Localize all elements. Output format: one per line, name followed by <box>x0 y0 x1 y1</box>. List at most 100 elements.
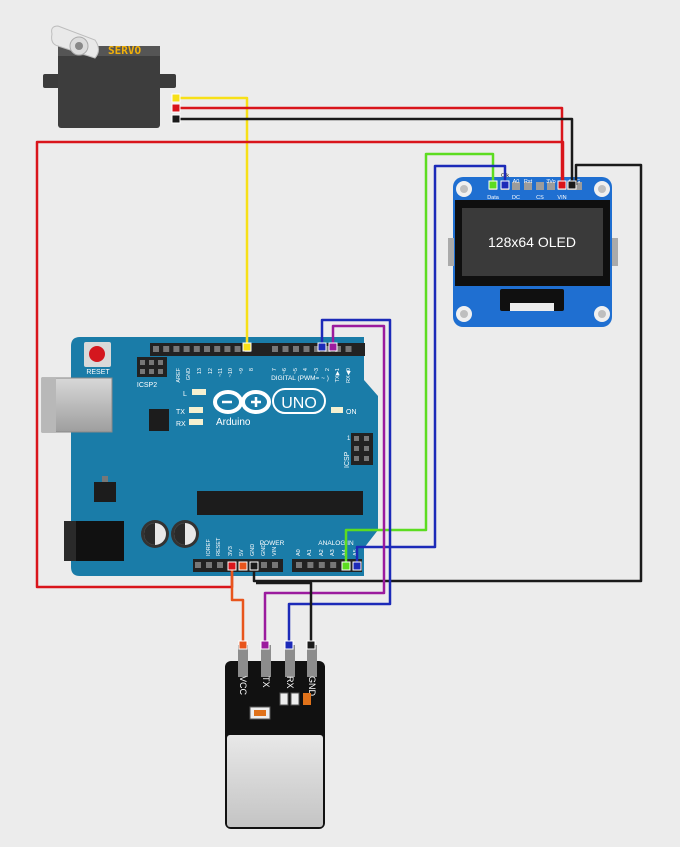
oled-screen-text: 128x64 OLED <box>488 234 576 250</box>
header-pin[interactable] <box>272 346 278 352</box>
led-label-tx: TX <box>176 409 185 416</box>
oled-pin-label-vin: VIN <box>557 195 566 201</box>
on-label: ON <box>346 409 357 416</box>
reset-label: RESET <box>86 369 110 376</box>
header-pin[interactable] <box>282 346 289 352</box>
header-pin[interactable] <box>206 562 212 568</box>
wire-endpoint[interactable] <box>171 93 181 103</box>
wire-endpoint[interactable] <box>227 561 237 571</box>
oled-header-pin[interactable] <box>524 182 532 190</box>
oled-header-pin[interactable] <box>536 182 544 190</box>
header-pin-label: RX◀0 <box>346 368 352 383</box>
wire-endpoint[interactable] <box>260 640 270 650</box>
analog-label: ANALOG IN <box>318 540 354 547</box>
header-pin[interactable] <box>261 562 267 568</box>
header-pin[interactable] <box>335 346 341 352</box>
wire-endpoint[interactable] <box>284 640 294 650</box>
header-pin[interactable] <box>173 346 180 352</box>
header-pin[interactable] <box>234 346 241 352</box>
header-pin[interactable] <box>195 562 201 568</box>
oled-header-pin[interactable] <box>574 182 582 190</box>
header-pin[interactable] <box>296 562 302 568</box>
wire-endpoint[interactable] <box>306 640 316 650</box>
header-pin[interactable] <box>314 346 320 352</box>
oled-pin-label-a0: A0 <box>513 179 520 185</box>
header-pin-label: 2 <box>325 368 331 371</box>
arduino-logo-text: Arduino <box>216 417 251 428</box>
oled-pin-label-rst: Rst <box>524 179 533 185</box>
header-pin-label: 7 <box>272 368 278 371</box>
header-pin[interactable] <box>272 562 278 568</box>
header-pin-label: GND <box>186 368 192 380</box>
power-pin-label: GND <box>250 544 256 556</box>
fingerprint-sensor-module: VCC TX RX GND <box>225 645 325 829</box>
led-label-rx: RX <box>176 421 186 428</box>
wire-endpoint[interactable] <box>328 342 338 352</box>
header-pin[interactable] <box>214 346 221 352</box>
led-label-l: L <box>183 391 187 398</box>
header-pin[interactable] <box>345 346 352 352</box>
wire-endpoint[interactable] <box>238 561 248 571</box>
wires <box>35 96 643 645</box>
analog-pin-label: A2 <box>319 549 325 556</box>
servo-motor: SERVO <box>43 25 176 128</box>
header-pin[interactable] <box>224 346 231 352</box>
header-pin[interactable] <box>330 562 337 568</box>
header-pin[interactable] <box>193 346 200 352</box>
wire-endpoint[interactable] <box>488 180 498 190</box>
icsp-label: ICSP <box>344 451 351 468</box>
wire-sensor-tx-purple <box>263 324 386 645</box>
header-pin[interactable] <box>204 346 210 352</box>
sensor-pin-label-vcc: VCC <box>238 676 248 696</box>
wire-sensor-gnd-black <box>256 581 313 645</box>
reset-button[interactable] <box>89 346 105 362</box>
icsp-one-label: 1 <box>347 436 351 442</box>
wire-servo-ground-black <box>176 117 574 185</box>
oled-pin-label-cs: CS <box>536 195 544 201</box>
wire-endpoint[interactable] <box>242 342 252 352</box>
wire-endpoint[interactable] <box>352 561 362 571</box>
oled-header-pin[interactable] <box>547 182 555 190</box>
sensor-pin-label-rx: RX <box>285 676 295 689</box>
wire-oled-clk-blue <box>355 164 507 566</box>
header-pin-label: ~11 <box>218 368 224 377</box>
header-pin[interactable] <box>153 346 159 352</box>
header-pin-label: ~3 <box>314 368 320 374</box>
header-pin[interactable] <box>217 562 223 568</box>
wire-oled-data-green <box>344 152 495 566</box>
servo-label: SERVO <box>108 44 141 57</box>
wire-endpoint[interactable] <box>341 561 351 571</box>
wire-endpoint[interactable] <box>567 180 577 190</box>
header-pin[interactable] <box>293 346 299 352</box>
wire-endpoint[interactable] <box>171 114 181 124</box>
header-pin[interactable] <box>183 346 190 352</box>
header-pin[interactable] <box>318 562 325 568</box>
header-pin-label: 12 <box>208 368 214 374</box>
wire-endpoint[interactable] <box>500 180 510 190</box>
power-pin-label: 3V3 <box>228 546 234 556</box>
power-pin-label: GND <box>261 544 267 556</box>
wire-servo-signal-yellow <box>176 96 249 347</box>
wire-endpoint[interactable] <box>238 640 248 650</box>
header-pin[interactable] <box>163 346 170 352</box>
analog-pin-label: A1 <box>307 549 313 556</box>
header-pin[interactable] <box>303 346 310 352</box>
icsp2-label: ICSP2 <box>137 382 157 389</box>
wire-endpoint[interactable] <box>317 342 327 352</box>
arduino-infinity-logo <box>213 390 271 414</box>
wire-endpoint[interactable] <box>249 561 259 571</box>
header-pin[interactable] <box>324 346 331 352</box>
power-pin-label: IOREF <box>206 539 212 556</box>
wire-sensor-vcc-orange <box>230 566 245 645</box>
header-pin[interactable] <box>307 562 314 568</box>
oled-header-pin[interactable] <box>512 182 520 190</box>
power-label: POWER <box>260 540 285 547</box>
wire-sensor-rx-blue <box>287 318 392 645</box>
wire-endpoint[interactable] <box>557 180 567 190</box>
power-pin-label: VIN <box>272 547 278 556</box>
wire-endpoint[interactable] <box>171 103 181 113</box>
header-pin-label: 13 <box>197 368 203 374</box>
header-pin-label: ~6 <box>282 368 288 374</box>
uno-text: UNO <box>281 395 317 412</box>
